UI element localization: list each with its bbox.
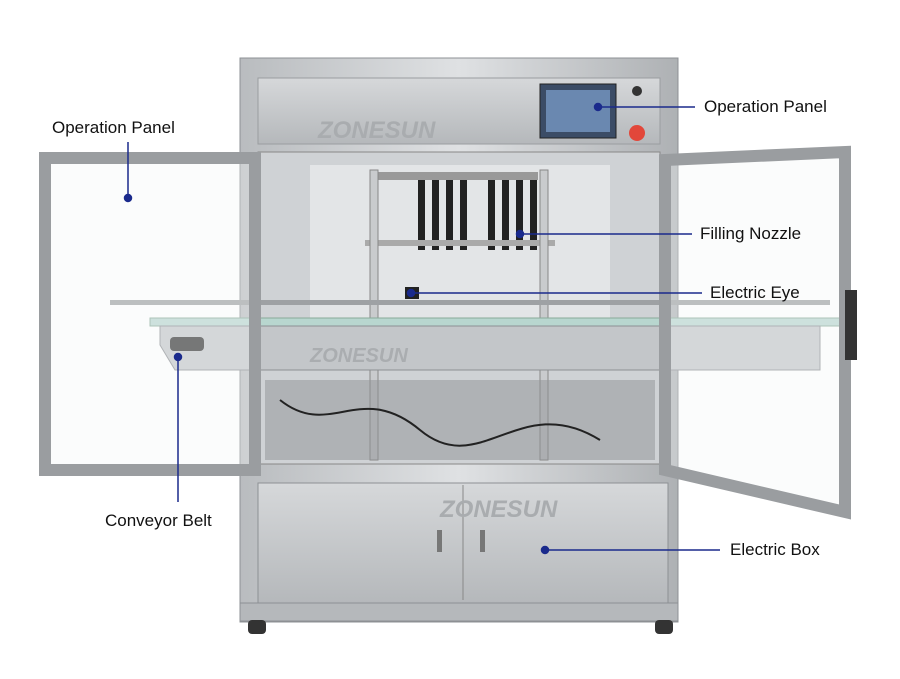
callout-dot-op-right [593,102,603,112]
watermark-cabinet: ZONESUN [439,496,558,523]
label-electric-box: Electric Box [730,540,820,559]
conveyor-belt: ZONESUN [110,300,841,371]
cabinet-handle-right [480,530,485,552]
cabinet-handle-left [437,530,442,552]
emergency-stop-button [629,125,645,141]
filling-nozzles [365,169,555,461]
wheel-left [248,620,266,634]
label-conveyor-belt: Conveyor Belt [105,511,212,530]
label-operation-panel-left: Operation Panel [52,118,175,137]
callout-dot-op-left [123,193,133,203]
svg-text:ZONESUN: ZONESUN [309,345,408,367]
callout-dot-nozzle [515,229,525,239]
power-knob [632,86,642,96]
left-door [39,152,261,476]
callout-dot-box [540,545,550,555]
callout-dot-eye [406,288,416,298]
callouts [123,102,720,555]
watermark-top: ZONESUN [317,117,436,144]
label-operation-panel-right: Operation Panel [704,97,827,116]
label-electric-eye: Electric Eye [710,283,800,302]
wheel-right [655,620,673,634]
right-door [659,145,857,520]
label-filling-nozzle: Filling Nozzle [700,224,802,243]
callout-dot-conveyor [173,352,183,362]
